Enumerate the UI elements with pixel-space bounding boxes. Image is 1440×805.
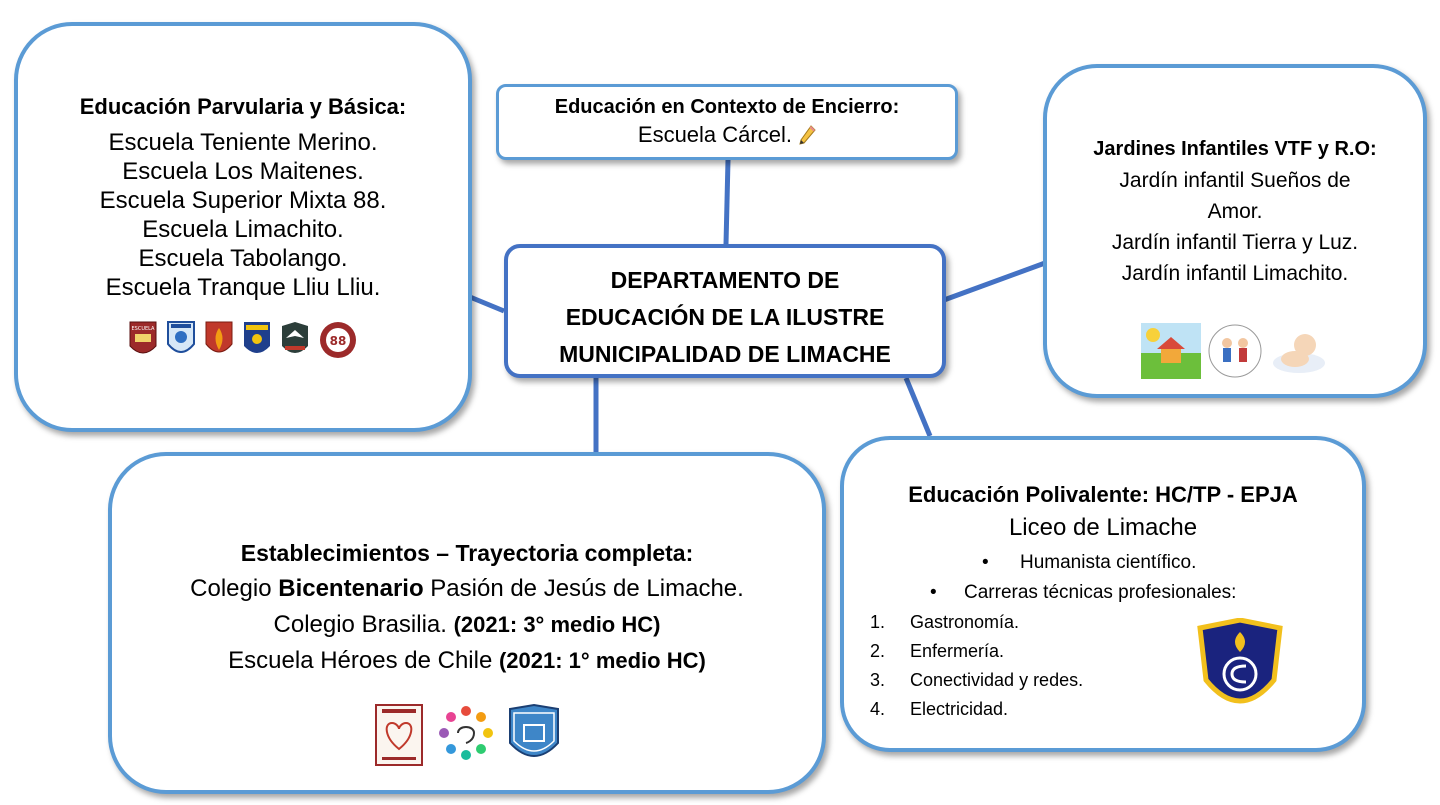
escuela-crest-icon: ESCUELA: [129, 321, 157, 354]
connector-center-polivalente: [903, 377, 933, 437]
jardines-logos: [1047, 323, 1423, 379]
career-number: 2.: [870, 641, 886, 661]
parvularia-item: Escuela Teniente Merino.: [108, 129, 378, 156]
trayectoria-item-brasilia: Colegio Brasilia. (2021: 3° medio HC): [112, 607, 822, 643]
eagle-crest-icon: [282, 322, 308, 353]
trayectoria-item-heroes: Escuela Héroes de Chile (2021: 1° medio …: [112, 643, 822, 679]
trayectoria-item-bold: (2021: 3° medio HC): [453, 612, 661, 637]
career-item: 2. Enfermería.: [870, 637, 1083, 666]
trayectoria-item-text: Escuela Héroes de Chile: [228, 647, 499, 674]
center-box: DEPARTAMENTO DE EDUCACIÓN DE LA ILUSTRE …: [504, 244, 946, 378]
career-number: 4.: [870, 699, 886, 719]
jardines-item: Jardín infantil Tierra y Luz.: [1111, 231, 1359, 254]
careers-list: 1. Gastronomía. 2. Enfermería. 3. Conectivi…: [870, 608, 1083, 724]
pasion-de-jesus-crest-icon: [375, 704, 423, 766]
polivalente-bullet-text: Carreras técnicas profesionales:: [964, 582, 1237, 603]
jardines-box: Jardines Infantiles VTF y R.O: Jardín in…: [1043, 64, 1427, 398]
liceo-shield-icon: [1197, 618, 1283, 704]
colorful-circle-logo-icon: [439, 706, 493, 760]
parvularia-item: Escuela Los Maitenes.: [122, 158, 364, 185]
tierra-y-luz-logo-icon: [1141, 323, 1201, 379]
jardines-item: Jardín infantil Limachito.: [1121, 262, 1349, 285]
center-title-line: EDUCACIÓN DE LA ILUSTRE: [565, 304, 885, 330]
polivalente-box: Educación Polivalente: HC/TP - EPJA Lice…: [840, 436, 1366, 752]
encierro-box: Educación en Contexto de Encierro: Escue…: [496, 84, 958, 160]
center-title-line: MUNICIPALIDAD DE LIMACHE: [559, 341, 891, 367]
trayectoria-box: Establecimientos – Trayectoria completa:…: [108, 452, 826, 794]
trayectoria-logos: [112, 703, 822, 767]
parvularia-item: Escuela Limachito.: [142, 216, 344, 243]
trayectoria-item-text: Colegio: [190, 575, 279, 602]
pencil-icon: [799, 125, 816, 145]
career-label: Electricidad.: [910, 699, 1009, 719]
escuela-crest-label: ESCUELA: [132, 326, 156, 332]
trayectoria-item-bicentenario: Colegio Bicentenario Pasión de Jesús de …: [112, 571, 822, 607]
connector-center-encierro: [723, 159, 731, 245]
polivalente-bullet: •Humanista científico.: [982, 552, 1197, 573]
encierro-title: Educación en Contexto de Encierro:: [554, 96, 900, 118]
trayectoria-item-text: Pasión de Jesús de Limache.: [423, 575, 744, 602]
polivalente-school: Liceo de Limache: [1008, 514, 1198, 541]
jardines-item: Amor.: [1207, 200, 1263, 223]
career-label: Enfermería.: [910, 641, 1005, 661]
trayectoria-title: Establecimientos – Trayectoria completa:: [240, 540, 694, 566]
trayectoria-item-bold: Bicentenario: [278, 575, 424, 602]
trayectoria-item-text: Colegio Brasilia.: [273, 611, 454, 638]
polivalente-bullet-text: Humanista científico.: [1020, 552, 1197, 573]
parvularia-item: Escuela Tabolango.: [138, 245, 348, 272]
connector-center-parvularia: [469, 294, 505, 314]
parvularia-title: Educación Parvularia y Básica:: [79, 94, 407, 119]
career-label: Conectividad y redes.: [910, 670, 1084, 690]
flame-crest-icon: [205, 321, 233, 353]
center-title-line: DEPARTAMENTO DE: [610, 267, 840, 293]
polivalente-title: Educación Polivalente: HC/TP - EPJA: [908, 482, 1298, 507]
career-label: Gastronomía.: [910, 612, 1020, 632]
career-number: 1.: [870, 612, 886, 632]
jardines-title: Jardines Infantiles VTF y R.O:: [1093, 138, 1377, 160]
jardines-item: Jardín infantil Sueños de: [1119, 169, 1351, 192]
polivalente-bullet: •Carreras técnicas profesionales:: [930, 582, 1237, 603]
trayectoria-item-bold: (2021: 1° medio HC): [498, 648, 706, 673]
shield-crest-icon: [167, 321, 195, 353]
children-circle-logo-icon: [1208, 324, 1262, 378]
suenos-de-amor-logo-icon: [1273, 334, 1325, 373]
career-item: 4. Electricidad.: [870, 695, 1083, 724]
encierro-item: Escuela Cárcel.: [637, 122, 792, 147]
badge-crest-icon: [244, 322, 270, 353]
parvularia-item: Escuela Tranque Lliu Lliu.: [105, 274, 381, 301]
parvularia-box: Educación Parvularia y Básica: Escuela T…: [14, 22, 472, 432]
career-item: 3. Conectividad y redes.: [870, 666, 1083, 695]
connector-center-jardines: [943, 260, 1046, 303]
88-seal-icon: 88: [320, 322, 356, 358]
career-item: 1. Gastronomía.: [870, 608, 1083, 637]
career-number: 3.: [870, 670, 886, 690]
hch-shield-icon: [509, 703, 559, 757]
parvularia-item: Escuela Superior Mixta 88.: [99, 187, 387, 214]
88-seal-label: 88: [330, 334, 347, 348]
parvularia-logos: ESCUELA 88: [18, 320, 468, 360]
